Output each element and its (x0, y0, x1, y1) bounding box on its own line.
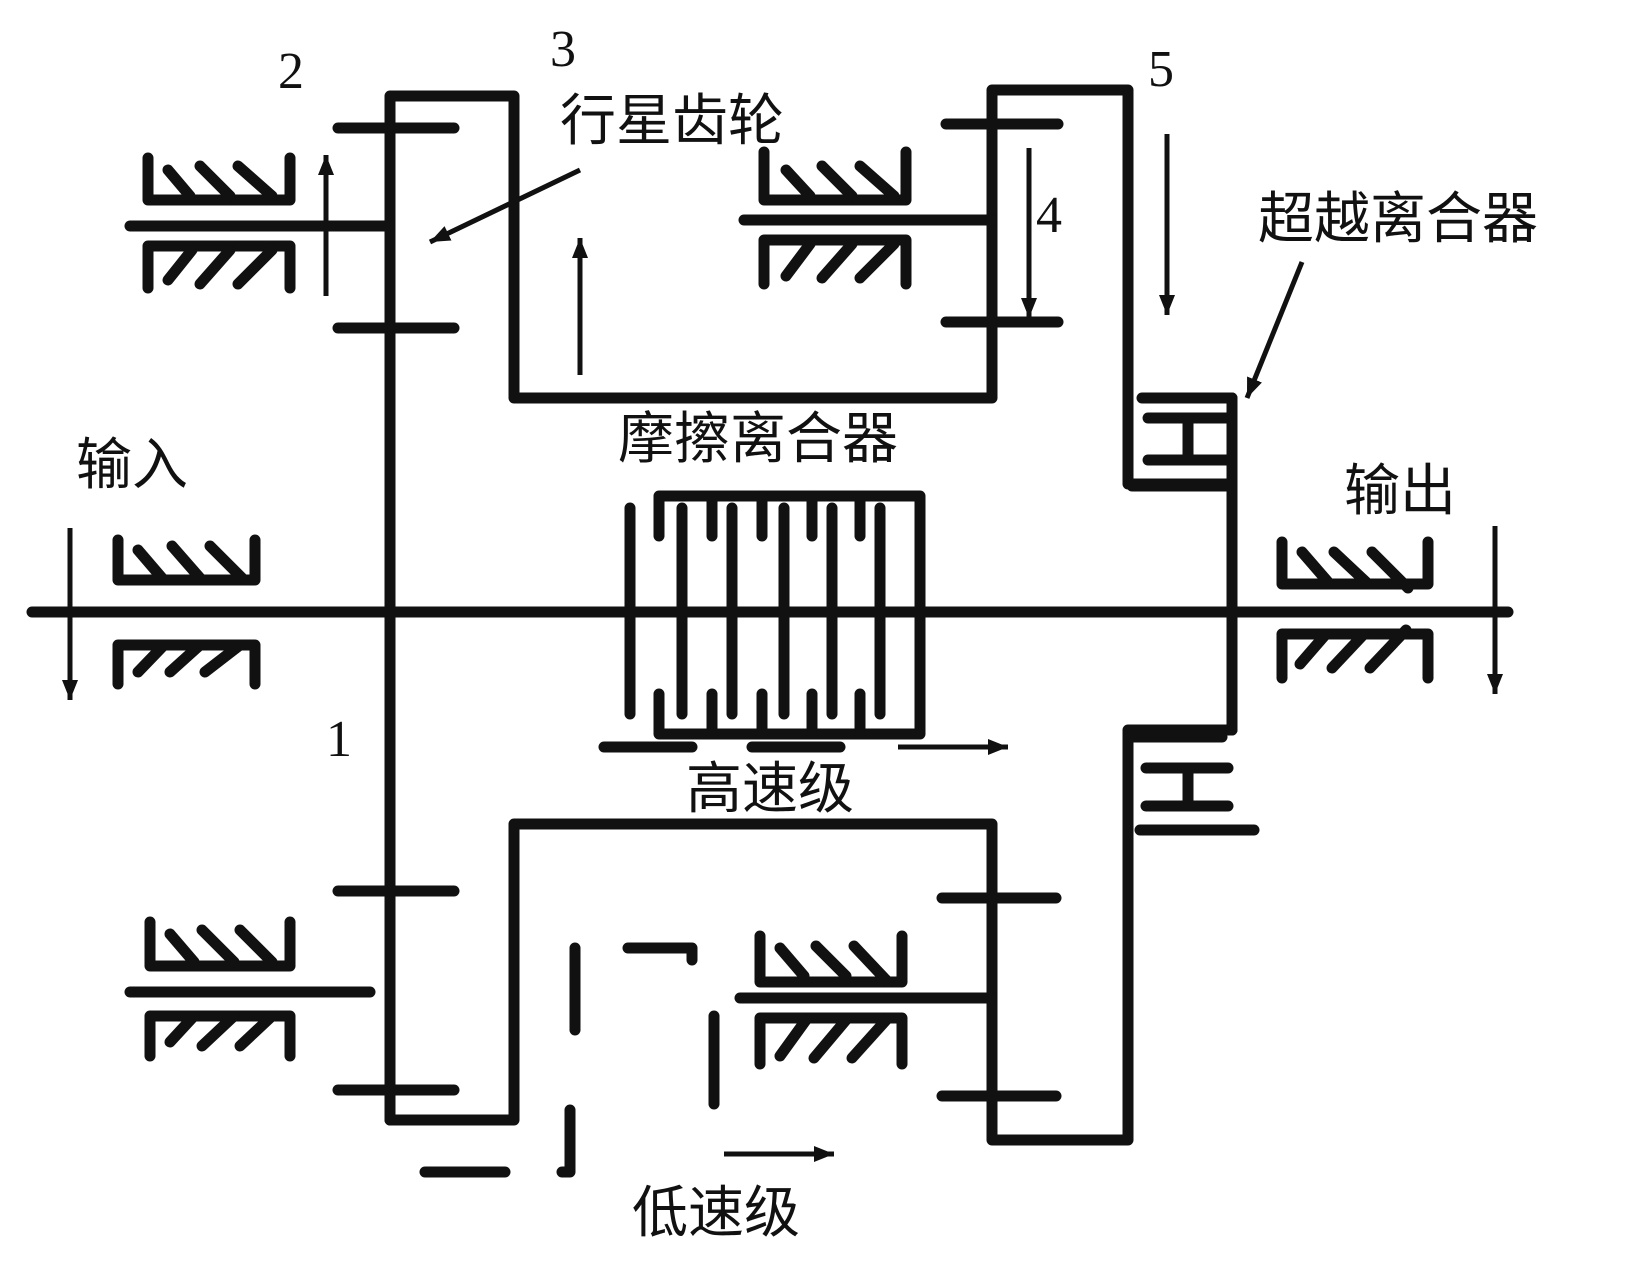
overrunning-clutch-upper (1126, 392, 1238, 736)
part-label-3: 3 (550, 21, 576, 78)
input-label: 输入 (76, 433, 188, 498)
low-speed-path (419, 942, 834, 1178)
output-bearing (1276, 536, 1434, 684)
planet-gear-4-lower (734, 892, 1062, 1102)
high-speed-label: 高速级 (686, 757, 854, 822)
planetary-gear-label: 行星齿轮 (560, 89, 784, 154)
planet-gear-2-lower (124, 885, 460, 1096)
planet-gear-2-upper (124, 122, 460, 334)
overrunning-clutch-pointer (1244, 261, 1305, 399)
carrier-part-1 (384, 84, 1238, 1146)
part-label-2: 2 (278, 43, 304, 100)
planet-gear-4-upper (738, 118, 1064, 328)
part-label-1: 1 (326, 711, 352, 768)
input-bearing (112, 534, 261, 690)
friction-clutch-label: 摩擦离合器 (618, 407, 898, 472)
overrunning-clutch-label: 超越离合器 (1258, 187, 1538, 252)
low-speed-label: 低速级 (632, 1181, 800, 1246)
output-label: 输出 (1344, 459, 1456, 524)
part-label-5: 5 (1148, 41, 1174, 98)
overrunning-clutch-lower (1122, 731, 1260, 836)
part-label-4: 4 (1036, 187, 1062, 244)
friction-clutch (624, 490, 926, 740)
planetary-gear-pointer (428, 167, 582, 245)
